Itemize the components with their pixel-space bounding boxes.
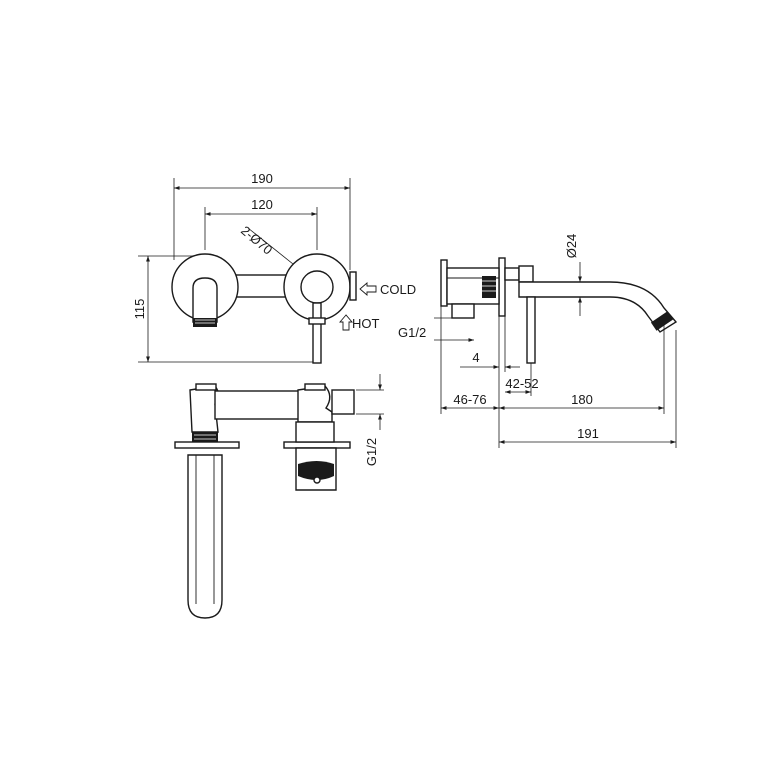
dimension-120: 120 [204,197,318,250]
cold-arrow-icon [359,282,377,296]
top-right-plate [283,441,351,449]
dimension-191-label: 191 [577,426,599,441]
back-plate [440,259,448,307]
dimension-g12-front: G1/2 [356,374,384,466]
cold-label: COLD [380,282,416,297]
top-wall-plate [174,441,240,449]
mixer-knob [300,270,334,304]
dimension-g12-front-label: G1/2 [364,438,379,466]
hot-indicator: HOT [339,314,380,331]
dimension-180-label: 180 [571,392,593,407]
top-right-body [297,385,333,423]
top-view: G1/2 [174,374,384,619]
cold-indicator: COLD [359,282,416,297]
side-handle [526,296,536,364]
hot-label: HOT [352,316,380,331]
dimension-180: 180 [499,322,665,414]
front-view: 190 120 2-Ø70 115 [132,171,416,364]
dimension-42-52-label: 42-52 [505,376,538,391]
dimension-g12-side-label: G1/2 [398,325,426,340]
dimension-115-label: 115 [132,299,147,320]
spout-tip [650,311,674,331]
spout-tube [187,454,223,619]
mixer-handle [312,302,322,364]
top-connecting-bar [214,390,301,420]
front-plate [498,257,506,317]
dimension-120-label: 120 [251,197,273,212]
dimension-4: 4 [460,316,520,372]
dimension-190-label: 190 [251,171,273,186]
hot-arrow-icon [339,314,353,331]
valve-thread [482,276,496,298]
dimension-46-76: 46-76 [440,306,499,414]
dimension-46-76-label: 46-76 [453,392,486,407]
dimension-2-d70: 2-Ø70 [238,223,299,269]
top-thread-left [192,432,218,442]
side-inlet [349,271,357,301]
dimension-d24-label: Ø24 [564,234,579,259]
dimension-191: 191 [498,330,677,448]
dimension-g12-side: G1/2 [398,317,474,342]
dimension-4-label: 4 [472,350,479,365]
dimension-d24: Ø24 [564,234,586,316]
inlet-fitting [451,303,475,319]
dimension-42-52: 42-52 [505,363,539,396]
spout-arm [518,281,678,333]
top-left-body [189,385,220,433]
top-cartridge-shade [298,461,334,480]
spout-nozzle [192,277,218,327]
side-view: Ø24 G1/2 4 42-52 46-76 [398,234,678,448]
dimension-2-d70-label: 2-Ø70 [238,223,275,258]
mixer-handle-collar [308,317,326,325]
dimension-190: 190 [173,171,351,270]
top-side-inlet [331,389,355,415]
